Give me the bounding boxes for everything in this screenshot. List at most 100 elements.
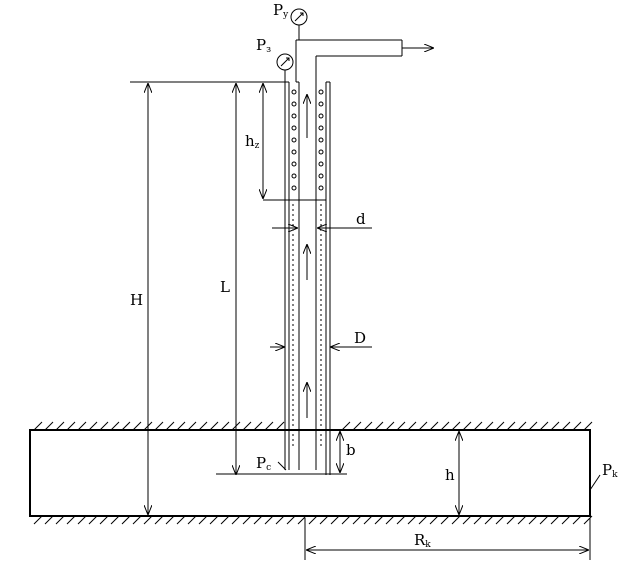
hatch-mark bbox=[121, 515, 131, 525]
hatch-mark bbox=[264, 421, 274, 431]
hatch-mark bbox=[506, 421, 516, 431]
label-b: b bbox=[346, 441, 356, 459]
hatch-mark bbox=[88, 515, 98, 525]
reservoir-layer bbox=[29, 421, 593, 525]
label-pc: Pc bbox=[256, 454, 271, 473]
gas-bubbles bbox=[291, 89, 324, 191]
bubble bbox=[318, 149, 324, 155]
label-py: Py bbox=[273, 1, 289, 20]
bottom-hatching bbox=[33, 515, 593, 525]
hatch-mark bbox=[154, 515, 164, 525]
hatch-mark bbox=[132, 421, 142, 431]
hatch-mark bbox=[198, 515, 208, 525]
label-H: H bbox=[130, 291, 143, 309]
hatch-mark bbox=[88, 421, 98, 431]
hatch-mark bbox=[462, 421, 472, 431]
label-hz: hz bbox=[245, 132, 260, 151]
hatch-mark bbox=[319, 515, 329, 525]
hatch-mark bbox=[572, 515, 582, 525]
hatch-mark bbox=[231, 515, 241, 525]
hatch-mark bbox=[253, 515, 263, 525]
hatch-mark bbox=[539, 421, 549, 431]
hatch-mark bbox=[429, 515, 439, 525]
hatch-mark bbox=[462, 515, 472, 525]
hatch-mark bbox=[363, 515, 373, 525]
hatch-mark bbox=[253, 421, 263, 431]
hatch-mark bbox=[407, 421, 417, 431]
hatch-mark bbox=[143, 515, 153, 525]
hatch-mark bbox=[176, 421, 186, 431]
hatch-mark bbox=[242, 515, 252, 525]
hatch-mark bbox=[77, 515, 87, 525]
hatch-mark bbox=[385, 421, 395, 431]
label-L: L bbox=[220, 278, 230, 296]
hatch-mark bbox=[110, 515, 120, 525]
bubble bbox=[318, 185, 324, 191]
hatch-mark bbox=[495, 421, 505, 431]
hatch-mark bbox=[275, 515, 285, 525]
upper-annulus bbox=[263, 82, 327, 201]
bubble bbox=[291, 149, 297, 155]
hatch-mark bbox=[550, 515, 560, 525]
hatch-mark bbox=[66, 515, 76, 525]
dimension-L bbox=[216, 84, 347, 474]
hatch-mark bbox=[297, 515, 307, 525]
hatch-mark bbox=[121, 421, 131, 431]
hatch-mark bbox=[440, 421, 450, 431]
hatch-mark bbox=[374, 515, 384, 525]
label-pk: Pk bbox=[602, 461, 618, 480]
hatch-mark bbox=[99, 515, 109, 525]
hatch-mark bbox=[286, 515, 296, 525]
hatch-mark bbox=[561, 515, 571, 525]
hatch-mark bbox=[561, 421, 571, 431]
bubble bbox=[291, 173, 297, 179]
hatch-mark bbox=[55, 421, 65, 431]
hatch-mark bbox=[396, 421, 406, 431]
hatch-mark bbox=[242, 421, 252, 431]
dimension-H bbox=[130, 81, 285, 514]
hatch-mark bbox=[66, 421, 76, 431]
hatch-mark bbox=[198, 421, 208, 431]
hatch-mark bbox=[528, 515, 538, 525]
hatch-mark bbox=[187, 515, 197, 525]
hatch-mark bbox=[209, 421, 219, 431]
bubble bbox=[318, 137, 324, 143]
hatch-mark bbox=[407, 515, 417, 525]
bubble bbox=[318, 113, 324, 119]
bubble bbox=[291, 137, 297, 143]
hatch-mark bbox=[341, 421, 351, 431]
pressure-gauge-icon bbox=[276, 53, 294, 82]
hatch-mark bbox=[495, 515, 505, 525]
hatch-mark bbox=[385, 515, 395, 525]
hatch-mark bbox=[484, 515, 494, 525]
hatch-mark bbox=[418, 421, 428, 431]
hatch-mark bbox=[209, 515, 219, 525]
bubble bbox=[291, 101, 297, 107]
hatch-mark bbox=[572, 421, 582, 431]
hatch-mark bbox=[539, 515, 549, 525]
hatch-mark bbox=[165, 421, 175, 431]
hatch-mark bbox=[132, 515, 142, 525]
bubble bbox=[318, 125, 324, 131]
tubing bbox=[295, 39, 403, 470]
hatch-mark bbox=[220, 421, 230, 431]
bubble bbox=[291, 125, 297, 131]
dimension-Rk bbox=[304, 518, 591, 560]
hatch-mark bbox=[583, 421, 593, 431]
bubble bbox=[291, 89, 297, 95]
hatch-mark bbox=[506, 515, 516, 525]
hatch-mark bbox=[176, 515, 186, 525]
hatch-mark bbox=[363, 421, 373, 431]
bubble bbox=[291, 185, 297, 191]
pc-pointer bbox=[277, 461, 287, 471]
hatch-mark bbox=[517, 515, 527, 525]
hatch-mark bbox=[154, 421, 164, 431]
hatch-mark bbox=[451, 421, 461, 431]
hatch-mark bbox=[528, 421, 538, 431]
hatch-mark bbox=[418, 515, 428, 525]
hatch-mark bbox=[484, 421, 494, 431]
hatch-mark bbox=[550, 421, 560, 431]
hatch-mark bbox=[33, 515, 43, 525]
hatch-mark bbox=[352, 421, 362, 431]
